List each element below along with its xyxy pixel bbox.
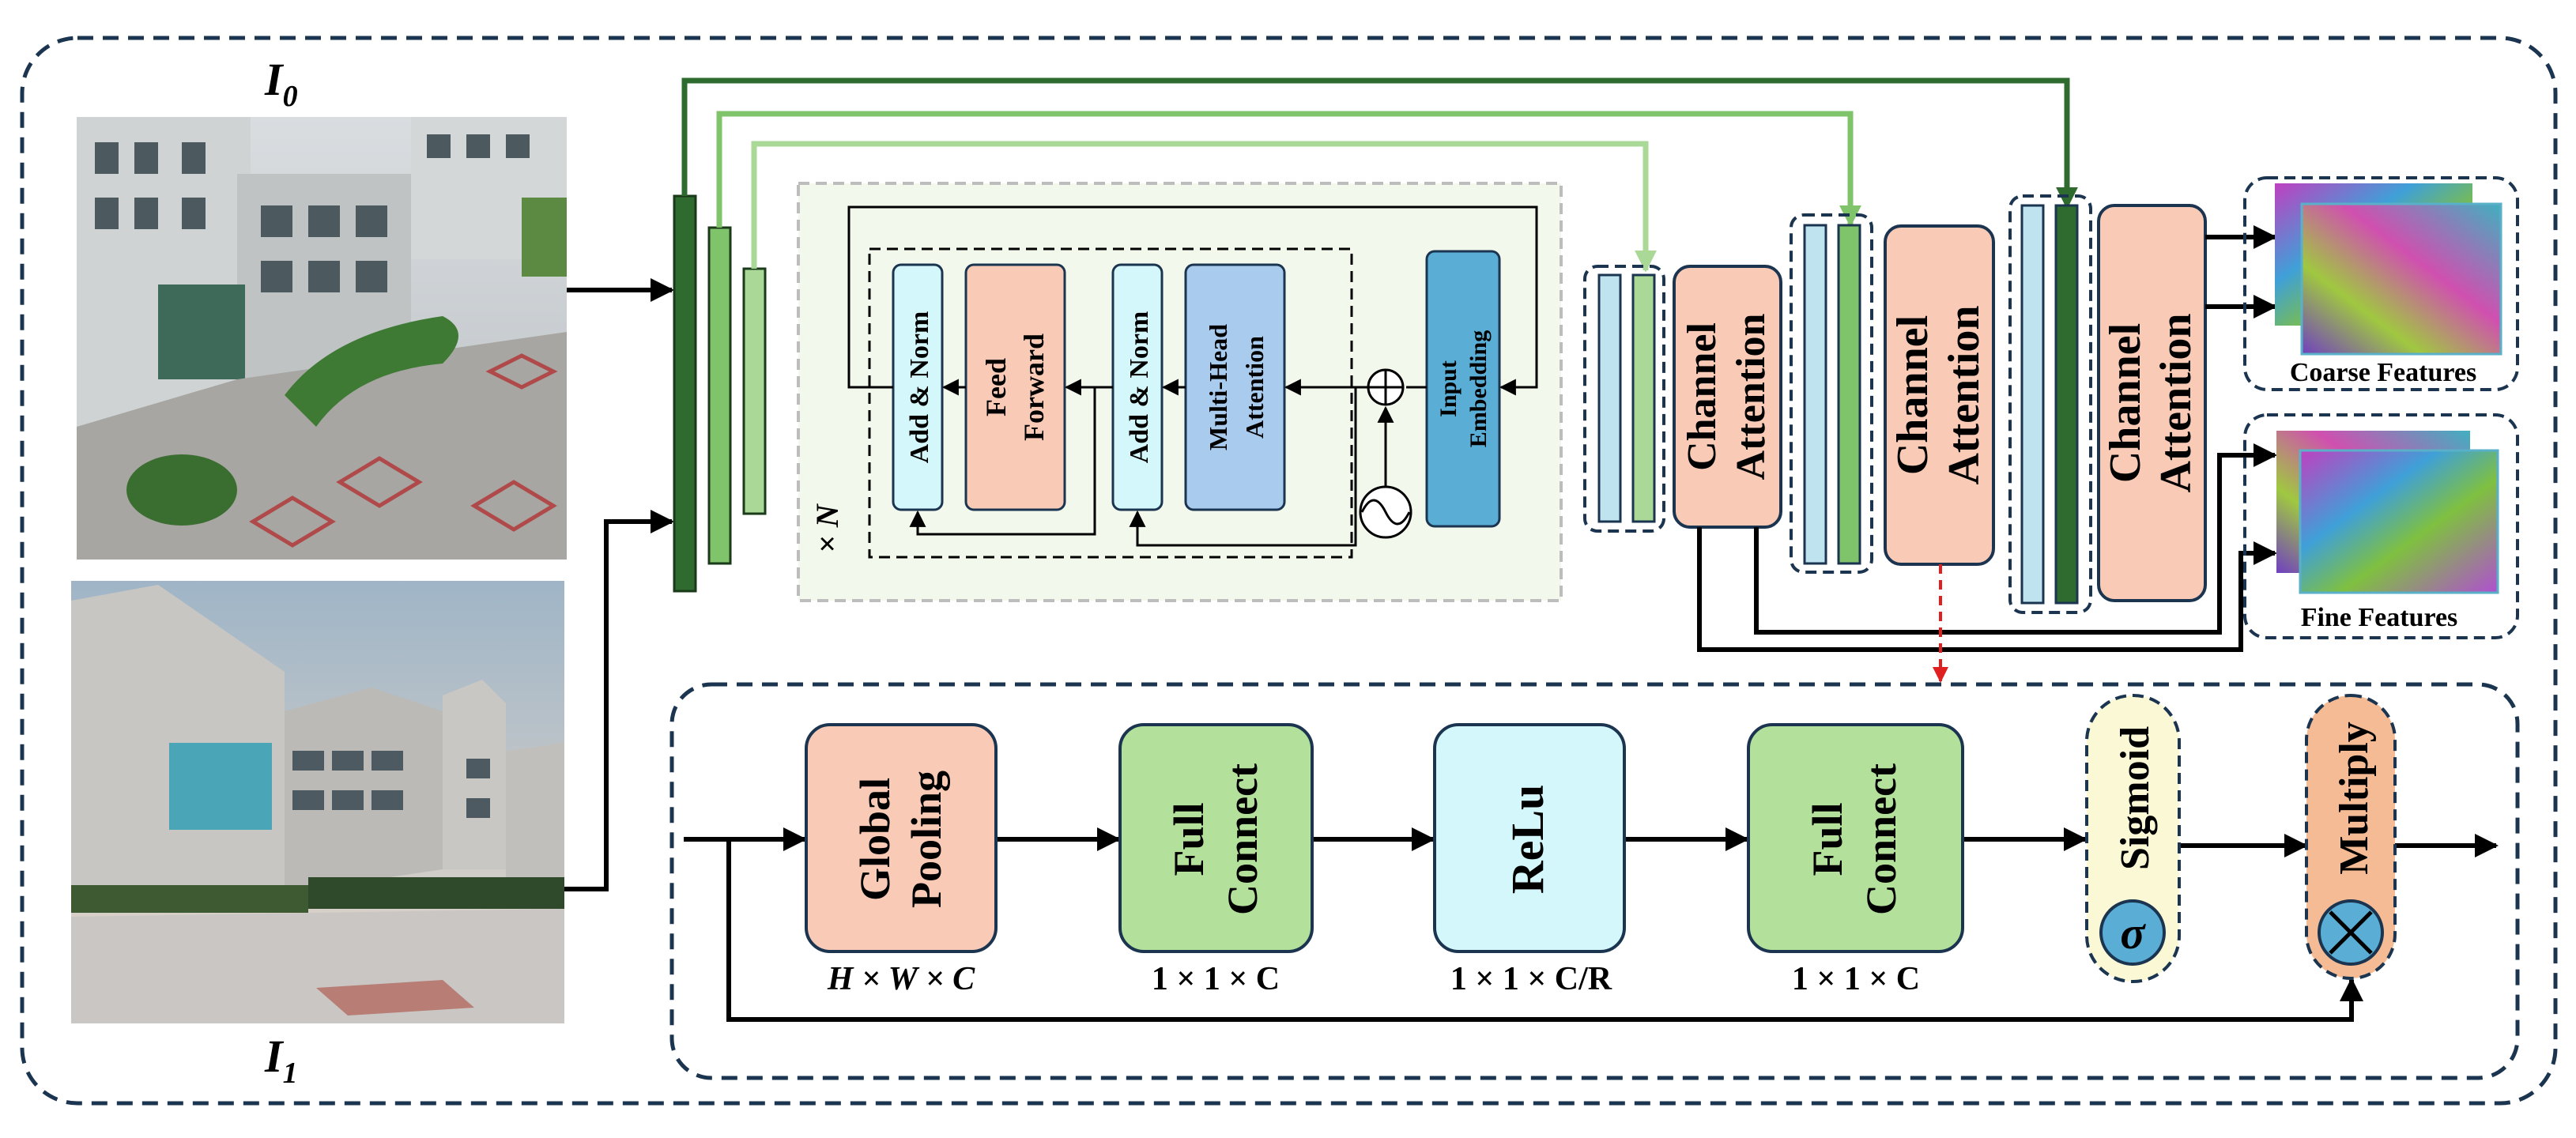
ca1-label-1: Channel (1680, 322, 1725, 471)
fc1-dims: 1 × 1 × C (1152, 961, 1280, 997)
decoder-group-1 (1583, 265, 1665, 533)
multi-head-attention[interactable] (1184, 263, 1286, 511)
ca1-label-2: Attention (1729, 313, 1774, 480)
image0-label: I0 (264, 54, 298, 113)
coarse-features-label: Coarse Features (2290, 358, 2476, 387)
multiply-box[interactable] (2305, 694, 2397, 980)
feed-forward-label-2: Forward (1018, 333, 1050, 441)
encoder-bar-light (742, 267, 767, 515)
coarse-features-box (2243, 176, 2519, 391)
decoder-group-3 (2008, 194, 2092, 614)
image1-label: I1 (264, 1031, 298, 1090)
encoder-bar-dark (673, 194, 697, 593)
arrow-image1-to-encoder (564, 510, 674, 891)
fc1-label-1: Full (1165, 802, 1213, 876)
ca2-label-1: Channel (1888, 315, 1937, 475)
input-image-0 (77, 117, 567, 560)
sigmoid-label: Sigmoid (2113, 726, 2158, 870)
positional-encoding-icon (1359, 485, 1412, 539)
multiply-label: Multiply (2332, 722, 2377, 875)
full-connect-1-box[interactable] (1118, 723, 1314, 953)
fine-feature-map-2 (2299, 449, 2499, 594)
mha-label-1: Multi-Head (1204, 324, 1232, 450)
fine-features-box (2243, 413, 2519, 639)
skip-light (751, 141, 1657, 273)
input-embedding-label-1: Input (1435, 360, 1461, 417)
fc2-label-2: Connect (1858, 763, 1905, 915)
decoder-group-2 (1790, 213, 1873, 574)
fc2-dims: 1 × 1 × C (1792, 961, 1920, 997)
ca3-label-1: Channel (2101, 323, 2150, 483)
global-pooling-dims: H × W × C (827, 961, 975, 997)
ca2-label-2: Attention (1940, 305, 1989, 484)
fine-features-label: Fine Features (2301, 603, 2458, 632)
global-pooling-box[interactable] (805, 723, 998, 953)
full-connect-2-box[interactable] (1747, 723, 1964, 953)
fc1-label-2: Connect (1219, 763, 1266, 915)
feed-forward-label-1: Feed (980, 358, 1012, 416)
ca3-label-2: Attention (2152, 313, 2201, 492)
transformer-inner-frame (868, 247, 1353, 559)
skip-mid (716, 111, 1861, 228)
channel-attention-1[interactable] (1673, 265, 1782, 529)
outer-frame (20, 36, 2558, 1106)
fc2-label-1: Full (1804, 802, 1851, 876)
add-norm-2-label: Add & Norm (1125, 311, 1154, 464)
add-positional-icon (1367, 368, 1405, 406)
global-pooling-label-1: Global (851, 778, 899, 901)
add-norm-1-label: Add & Norm (905, 311, 934, 464)
channel-attention-detail (669, 682, 2520, 1080)
channel-attention-3[interactable] (2097, 204, 2207, 602)
input-image-1 (71, 581, 564, 1023)
coarse-feature-map-2 (2300, 202, 2502, 356)
mha-label-2: Attention (1240, 336, 1269, 439)
relu-dims: 1 × 1 × C/R (1450, 961, 1612, 997)
input-embedding-label-2: Embedding (1465, 330, 1492, 447)
repeat-label: × N (809, 503, 845, 553)
relu-box[interactable] (1433, 723, 1626, 953)
relu-label: ReLu (1502, 785, 1553, 895)
sigma-icon (2099, 899, 2166, 966)
sigma-symbol: σ (2120, 907, 2146, 959)
encoder-bar-mid (707, 226, 732, 565)
global-pooling-label-2: Pooling (903, 771, 950, 908)
skip-dark (681, 77, 2078, 209)
